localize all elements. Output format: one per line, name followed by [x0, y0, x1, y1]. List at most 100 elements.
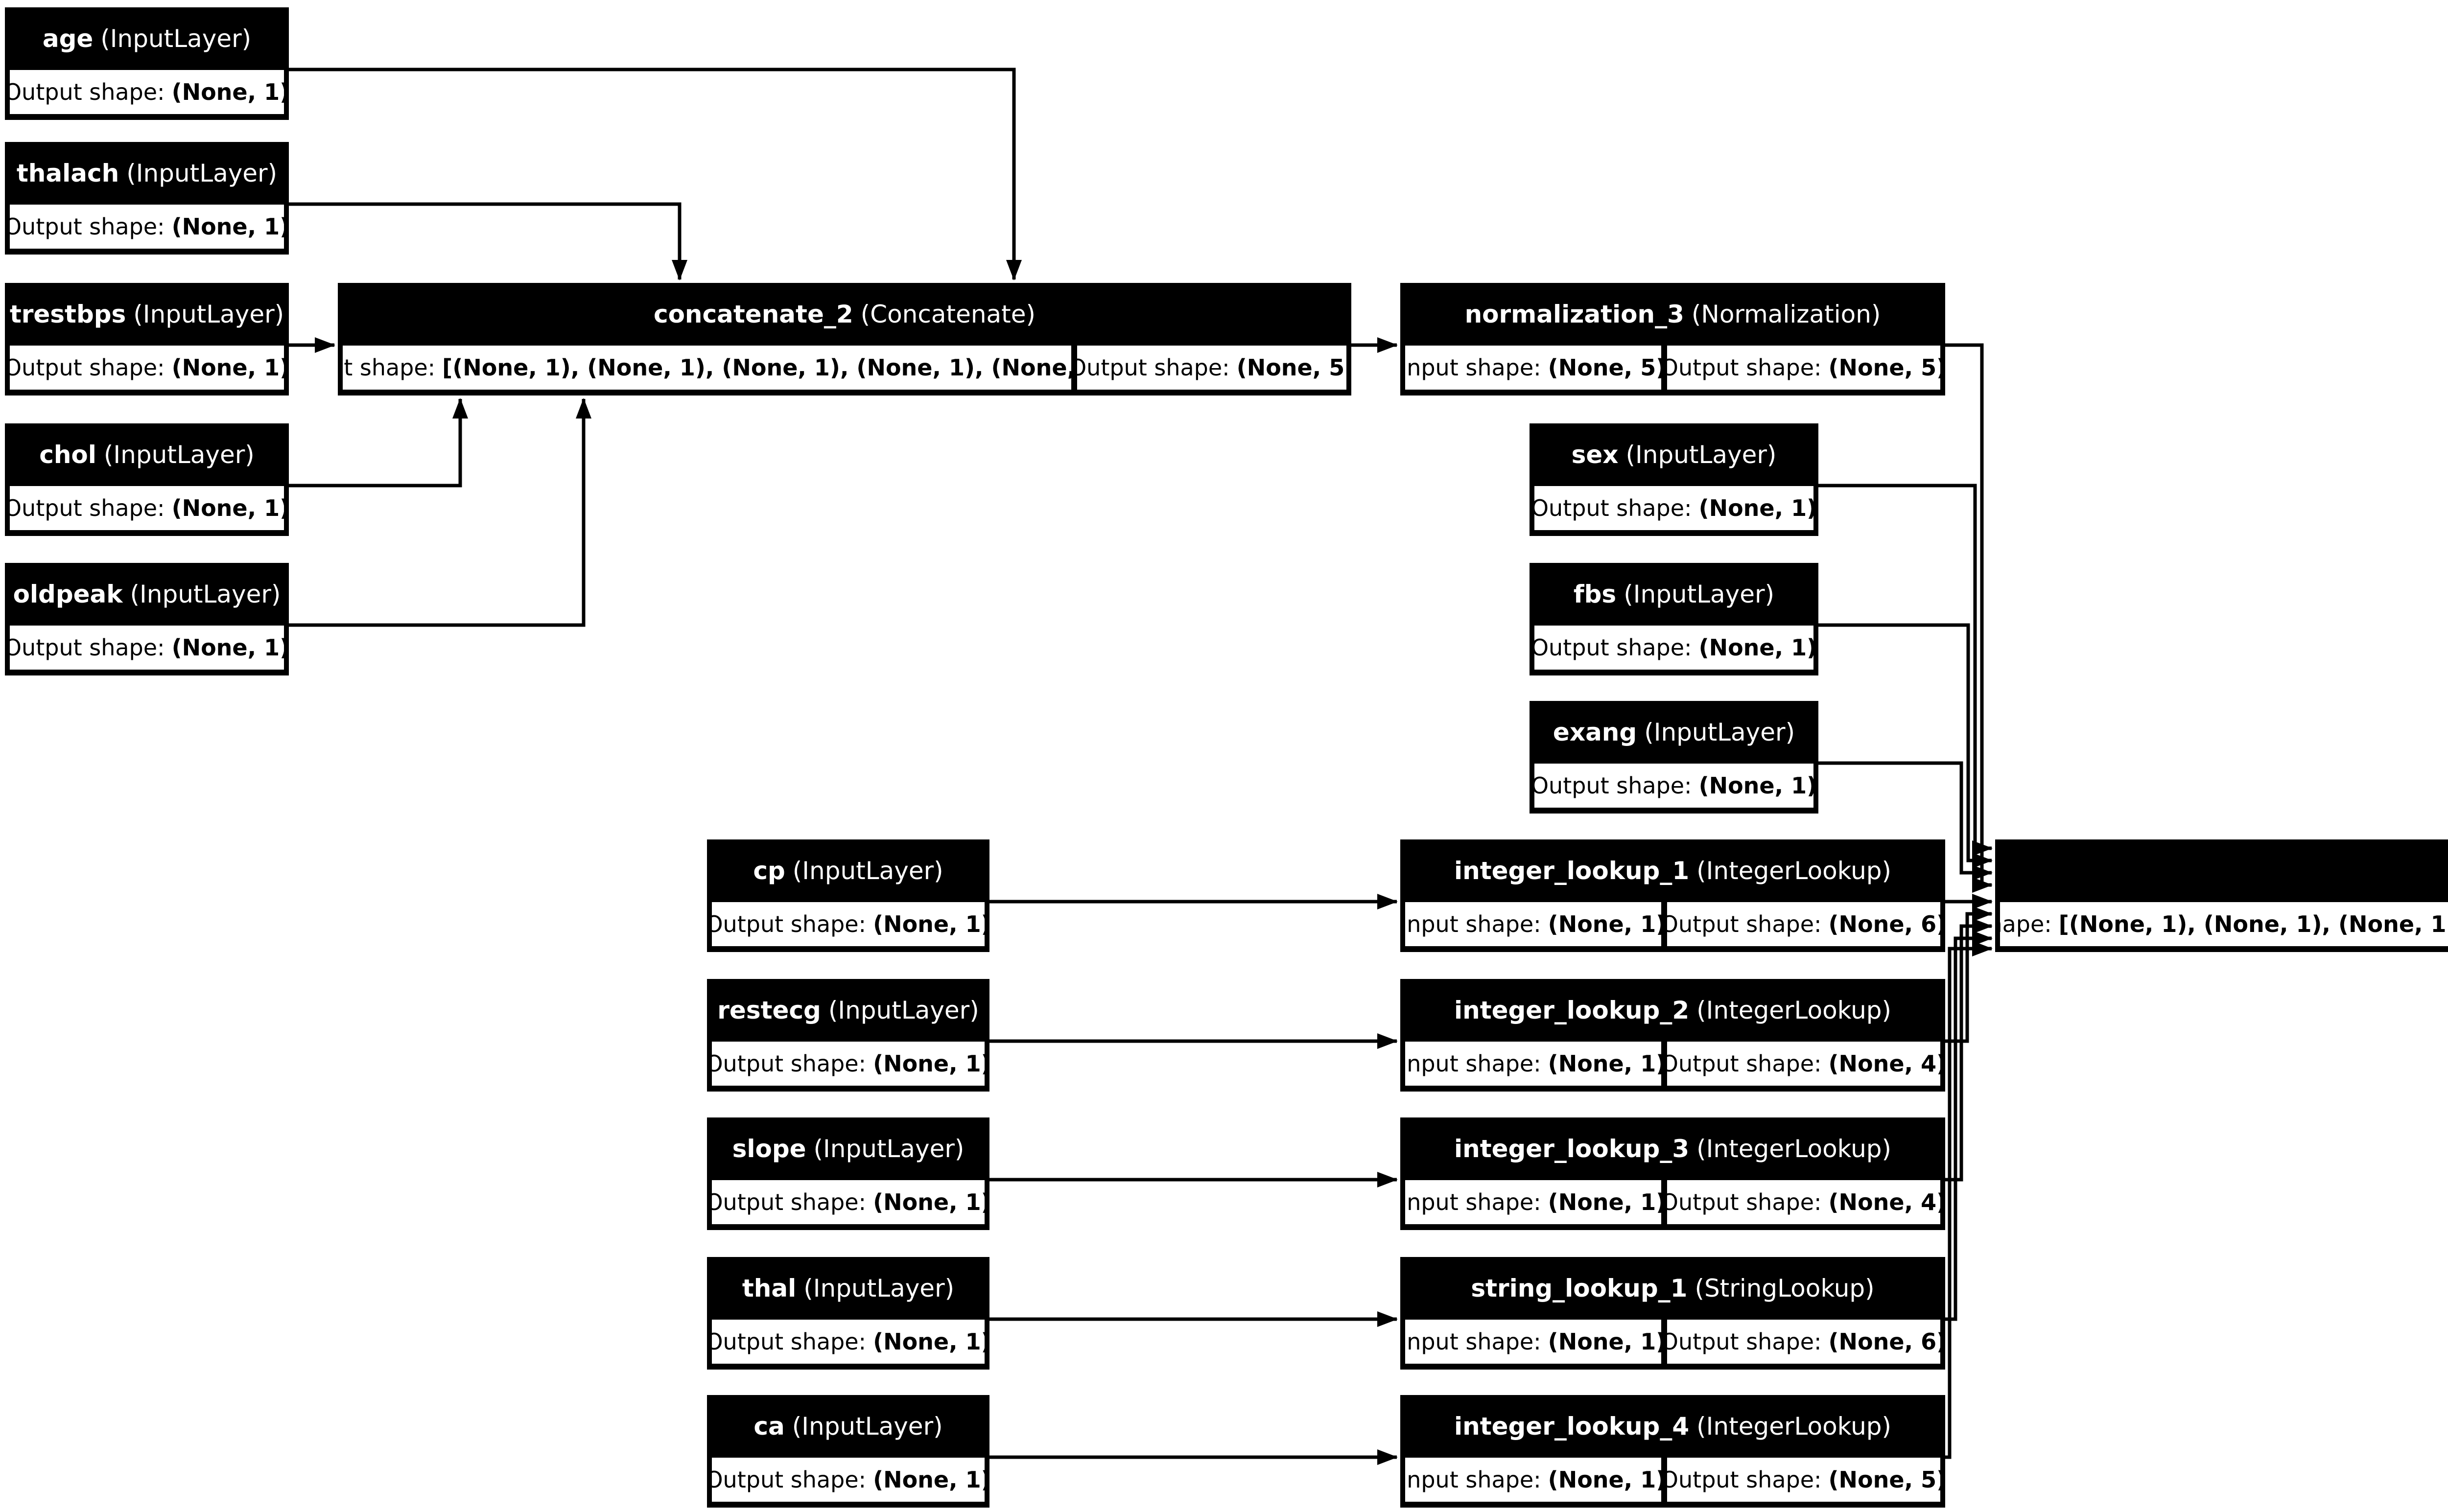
node-type: (IntegerLookup)	[1696, 1135, 1892, 1163]
node-shape-row: Input shape:(None, 1)Output shape:(None,…	[1405, 1458, 1940, 1502]
shape-label: Input shape:	[1405, 1189, 1541, 1215]
output-shape-cell: Output shape:(None, 1)	[10, 205, 284, 249]
shape-value: (None, 1)	[1698, 634, 1813, 661]
layer-node-thal: thal(InputLayer)Output shape:(None, 1)	[707, 1257, 989, 1370]
output-shape-cell: Output shape:(None, 1)	[10, 486, 284, 530]
node-title: integer_lookup_4(IntegerLookup)	[1400, 1395, 1945, 1458]
node-type: (Concatenate)	[860, 300, 1036, 328]
node-title: age(InputLayer)	[5, 7, 289, 70]
output-shape-cell: Output shape:(None, 4)	[1667, 1180, 1940, 1224]
node-name: ca	[753, 1412, 785, 1441]
node-type: (Normalization)	[1691, 300, 1881, 328]
layer-node-integer_lookup_1: integer_lookup_1(IntegerLookup)Input sha…	[1400, 839, 1945, 952]
shape-label: Input shape:	[343, 354, 436, 381]
node-title: integer_lookup_1(IntegerLookup)	[1400, 839, 1945, 902]
layer-node-slope: slope(InputLayer)Output shape:(None, 1)	[707, 1117, 989, 1230]
node-type: (InputLayer)	[1624, 580, 1775, 608]
output-shape-cell: Output shape:(None, 4)	[1667, 1042, 1940, 1086]
shape-label: Input shape:	[1405, 1466, 1541, 1493]
node-name: fbs	[1573, 580, 1617, 608]
node-shape-row: Output shape:(None, 1)	[1534, 486, 1813, 530]
edge-chol-to-concatenate_2	[289, 398, 468, 488]
output-shape-cell: Output shape:(None, 6)	[1667, 902, 1940, 946]
layer-node-chol: chol(InputLayer)Output shape:(None, 1)	[5, 423, 289, 536]
shape-label: Output shape:	[712, 1466, 867, 1493]
output-shape-cell: Output shape:(None, 1)	[712, 1180, 985, 1224]
node-type: (InputLayer)	[1625, 441, 1777, 469]
node-type: (InputLayer)	[803, 1274, 955, 1303]
shape-value: (None, 1)	[1548, 1328, 1661, 1355]
node-type: (InputLayer)	[133, 300, 284, 328]
node-title: exang(InputLayer)	[1530, 701, 1818, 764]
shape-value: (None, 5)	[1828, 354, 1940, 381]
node-type: (InputLayer)	[130, 580, 281, 608]
output-shape-cell: Output shape:(None, 1)	[712, 902, 985, 946]
node-shape-row: Output shape:(None, 1)	[1534, 764, 1813, 808]
shape-value: (None, 1)	[171, 213, 284, 240]
node-title: normalization_3(Normalization)	[1400, 283, 1945, 346]
shape-label: Output shape:	[712, 1050, 867, 1077]
node-shape-row: Input shape:[(None, 1), (None, 1), (None…	[2000, 902, 2448, 946]
node-title: sex(InputLayer)	[1530, 423, 1818, 486]
shape-value: (None, 1)	[1698, 772, 1813, 799]
node-title: integer_lookup_3(IntegerLookup)	[1400, 1117, 1945, 1180]
node-name: string_lookup_1	[1471, 1274, 1688, 1303]
shape-value: (None, 1)	[171, 354, 284, 381]
node-shape-row: Input shape:(None, 1)Output shape:(None,…	[1405, 1320, 1940, 1364]
shape-value: (None, 1)	[873, 1466, 985, 1493]
shape-label: Input shape:	[1405, 354, 1541, 381]
shape-label: Output shape:	[1667, 354, 1822, 381]
output-shape-cell: Output shape:(None, 5)	[1077, 346, 1346, 390]
shape-label: Output shape:	[10, 79, 165, 105]
edge-integer_lookup_2-to-concatenate_3	[1945, 906, 1993, 1043]
shape-label: Input shape:	[2000, 911, 2052, 937]
node-name: integer_lookup_2	[1454, 996, 1690, 1024]
shape-value: (None, 1)	[873, 911, 985, 937]
node-title: cp(InputLayer)	[707, 839, 989, 902]
node-type: (InputLayer)	[126, 159, 278, 187]
input-shape-cell: Input shape:(None, 1)	[1405, 1042, 1661, 1086]
shape-value: (None, 6)	[1828, 1328, 1940, 1355]
node-type: (InputLayer)	[828, 996, 979, 1024]
node-shape-row: Output shape:(None, 1)	[712, 902, 985, 946]
shape-label: Output shape:	[1667, 911, 1822, 937]
shape-value: (None, 1)	[171, 634, 284, 661]
shape-value: (None, 1)	[1548, 911, 1661, 937]
node-shape-row: Output shape:(None, 1)	[10, 486, 284, 530]
edge-sex-to-concatenate_3	[1818, 484, 1993, 856]
node-name: chol	[39, 441, 96, 469]
node-name: exang	[1553, 718, 1637, 746]
shape-value: (None, 5)	[1828, 1466, 1940, 1493]
shape-value: (None, 1)	[873, 1050, 985, 1077]
node-title: slope(InputLayer)	[707, 1117, 989, 1180]
output-shape-cell: Output shape:(None, 1)	[10, 626, 284, 670]
node-type: (InputLayer)	[813, 1135, 965, 1163]
output-shape-cell: Output shape:(None, 1)	[712, 1042, 985, 1086]
edge-fbs-to-concatenate_3	[1818, 623, 1993, 868]
node-name: integer_lookup_4	[1454, 1412, 1690, 1441]
shape-label: Output shape:	[1667, 1189, 1822, 1215]
node-title: thal(InputLayer)	[707, 1257, 989, 1320]
shape-label: Input shape:	[1405, 1050, 1541, 1077]
shape-label: Input shape:	[1405, 911, 1541, 937]
shape-value: (None, 1)	[171, 79, 284, 105]
shape-value: [(None, 1), (None, 1), (None, 1), (None,…	[442, 354, 1072, 381]
shape-label: Output shape:	[1667, 1050, 1822, 1077]
node-shape-row: Input shape:(None, 1)Output shape:(None,…	[1405, 1180, 1940, 1224]
node-type: (InputLayer)	[100, 24, 252, 53]
layer-node-integer_lookup_4: integer_lookup_4(IntegerLookup)Input sha…	[1400, 1395, 1945, 1508]
node-name: restecg	[717, 996, 821, 1024]
layer-node-concatenate_2: concatenate_2(Concatenate)Input shape:[(…	[338, 283, 1351, 395]
layer-node-restecg: restecg(InputLayer) Output shape:(None, 1…	[707, 979, 989, 1092]
input-shape-cell: Input shape: (None, 1)	[1405, 902, 1661, 946]
node-type: (IntegerLookup)	[1696, 996, 1892, 1024]
node-title: chol(InputLayer)	[5, 423, 289, 486]
shape-label: Output shape:	[1534, 772, 1692, 799]
shape-label: Output shape:	[1077, 354, 1230, 381]
shape-value: (None, 4)	[1828, 1050, 1940, 1077]
node-name: slope	[732, 1135, 806, 1163]
shape-label: Output shape:	[1667, 1328, 1822, 1355]
shape-value: (None, 6)	[1828, 911, 1940, 937]
shape-label: Output shape:	[712, 911, 867, 937]
node-title: fbs(InputLayer)	[1530, 563, 1818, 626]
